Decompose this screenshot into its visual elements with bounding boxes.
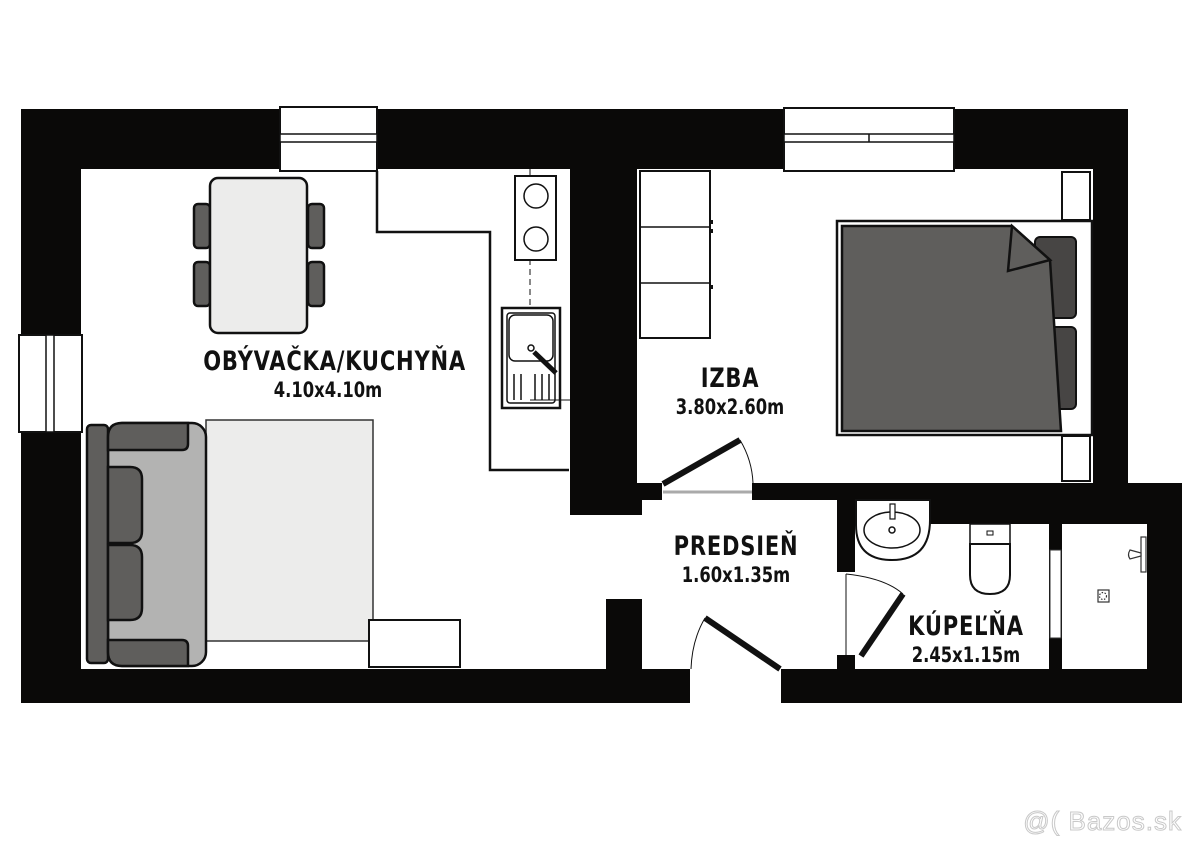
room-name: IZBA — [700, 363, 760, 394]
kitchen-sink — [500, 306, 570, 410]
duvet — [840, 224, 1063, 433]
room-label-bedroom: IZBA 3.80x2.60m — [652, 364, 808, 420]
bed — [835, 219, 1094, 437]
door-entry — [690, 615, 782, 672]
shower-fixtures — [1097, 536, 1147, 603]
chair — [306, 202, 326, 250]
room-name: PREDSIEŇ — [673, 531, 799, 562]
door-bathroom — [845, 573, 906, 658]
room-name: KÚPEĽŇA — [908, 611, 1024, 642]
kitchen-counter — [375, 171, 569, 472]
room-dimensions: 1.60x1.35m — [681, 563, 791, 587]
dining-set — [192, 176, 326, 335]
chair — [192, 260, 212, 308]
nightstand — [1061, 435, 1091, 482]
hob — [514, 175, 557, 261]
room-name: OBÝVAČKA/KUCHYŇA — [203, 346, 466, 377]
room-dimensions: 4.10x4.10m — [273, 378, 383, 402]
room-dimensions: 3.80x2.60m — [675, 395, 785, 419]
windows — [18, 106, 955, 433]
room-label-living: OBÝVAČKA/KUCHYŇA 4.10x4.10m — [203, 346, 466, 403]
sofa — [85, 421, 208, 668]
tv-stand — [368, 619, 461, 668]
rug — [205, 419, 374, 642]
door-bedroom — [661, 437, 754, 494]
window-top-left — [279, 106, 378, 172]
nightstand — [1061, 171, 1091, 221]
room-label-hallway: PREDSIEŇ 1.60x1.35m — [658, 532, 814, 588]
watermark: @( Bazos.sk — [1023, 806, 1182, 837]
window-top-right — [783, 107, 955, 172]
room-dimensions: 2.45x1.15m — [911, 643, 1021, 667]
chair — [306, 260, 326, 308]
chair — [192, 202, 212, 250]
toilet — [969, 523, 1011, 596]
wardrobe — [639, 170, 711, 339]
window-left — [18, 334, 83, 433]
dining-table — [208, 176, 309, 335]
washbasin — [855, 499, 931, 562]
room-label-bathroom: KÚPEĽŇA 2.45x1.15m — [888, 612, 1044, 668]
doors — [661, 437, 906, 672]
